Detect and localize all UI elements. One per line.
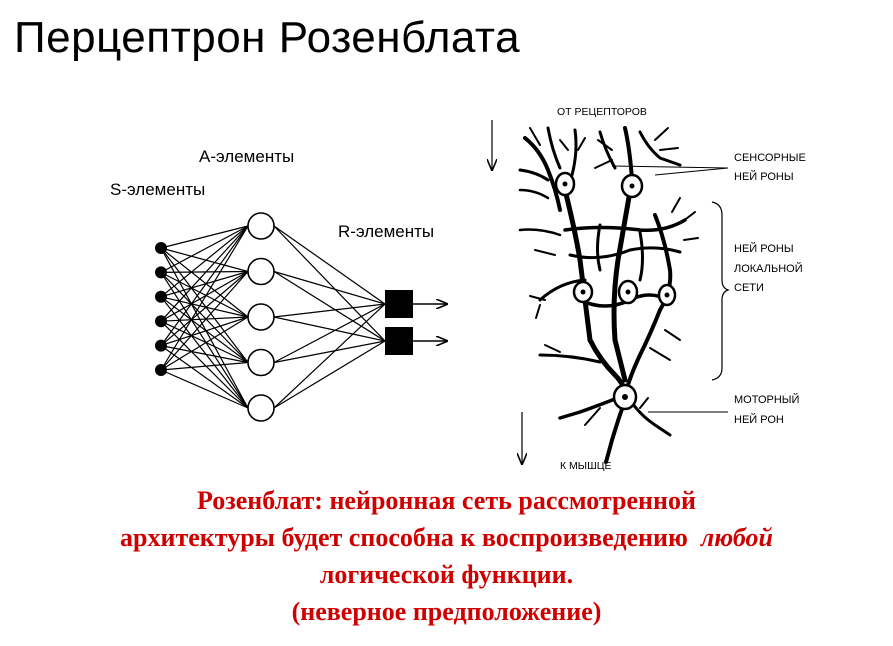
a-r-connection — [273, 225, 386, 342]
caption-line-4: (неверное предположение) — [291, 597, 602, 626]
s-a-connection — [160, 247, 249, 409]
perceptron-connections — [160, 225, 386, 409]
s-a-connection — [160, 225, 249, 273]
s-a-connection — [160, 271, 249, 371]
s-element-node — [155, 266, 167, 279]
s-element-node — [155, 339, 167, 352]
s-a-connection — [160, 316, 249, 371]
s-a-connection — [160, 296, 249, 409]
s-element-node — [155, 290, 167, 303]
s-element-node — [155, 364, 167, 376]
a-element-node — [247, 394, 275, 422]
s-a-connection — [160, 225, 249, 346]
s-elements-label: S-элементы — [110, 180, 205, 199]
neuron-dendrites — [518, 126, 699, 464]
caption-line-1: Розенблат: нейронная сеть рассмотренной — [197, 486, 696, 515]
s-a-connection — [160, 225, 249, 322]
s-a-connection — [160, 296, 249, 318]
sensory-neurons-label-line1: СЕНСОРНЫЕ — [734, 152, 806, 164]
s-a-connection — [160, 296, 249, 363]
sensory-neurons-label-line2: НЕЙ РОНЫ — [734, 170, 794, 183]
motor-neuron-label-line1: МОТОРНЫЙ — [734, 393, 799, 406]
r-elements — [385, 290, 447, 355]
slide-title: Перцептрон Розенблата — [14, 13, 521, 62]
to-muscle-label: К МЫШЦЕ — [560, 460, 611, 472]
a-element-node — [247, 303, 275, 331]
r-element-node — [385, 290, 413, 318]
a-elements — [247, 212, 275, 422]
s-a-connection — [160, 225, 249, 371]
caption-line-2-text: архитектуры будет способна к воспроизвед… — [120, 523, 688, 552]
s-a-connection — [160, 361, 249, 371]
a-r-connection — [273, 270, 386, 305]
s-element-node — [155, 315, 167, 328]
s-a-connection — [160, 320, 249, 409]
neuron-nuclei — [562, 181, 670, 400]
a-r-connection — [273, 340, 386, 409]
s-a-connection — [160, 247, 249, 318]
caption: Розенблат: нейронная сеть рассмотренной … — [40, 482, 853, 630]
a-r-connection — [273, 225, 386, 305]
s-a-connection — [160, 271, 249, 347]
motor-neuron-label-line2: НЕЙ РОН — [734, 413, 784, 426]
a-r-connection — [273, 316, 386, 342]
s-a-connection — [160, 316, 249, 347]
neuron-network-drawing: ОТ РЕЦЕПТОРОВ К МЫШЦЕ — [492, 106, 806, 472]
a-element-node — [247, 348, 275, 377]
caption-line-3: логической функции. — [319, 560, 574, 589]
s-a-connection — [160, 369, 249, 409]
s-a-connection — [160, 271, 249, 318]
s-a-connection — [160, 345, 249, 409]
s-a-connection — [160, 271, 249, 363]
a-elements-label: A-элементы — [199, 147, 294, 166]
r-elements-label: R-элементы — [338, 222, 434, 241]
s-a-connection — [160, 270, 249, 322]
s-a-connection — [160, 225, 249, 298]
r-element-node — [385, 327, 413, 355]
s-a-connection — [160, 270, 249, 298]
a-r-connection — [273, 340, 386, 364]
caption-emphasis: любой — [700, 523, 773, 552]
s-a-connection — [160, 320, 249, 364]
a-r-connection — [273, 303, 386, 364]
caption-line-2: архитектуры будет способна к воспроизвед… — [40, 519, 853, 556]
a-r-connection — [273, 270, 386, 342]
a-r-connection — [273, 303, 386, 318]
a-element-node — [247, 212, 275, 240]
s-a-connection — [160, 345, 249, 364]
s-a-connection — [160, 270, 249, 273]
local-network-bracket — [711, 201, 730, 381]
s-a-connection — [160, 247, 249, 363]
label-pointers — [611, 165, 729, 413]
from-receptors-label: ОТ РЕЦЕПТОРОВ — [557, 106, 647, 118]
local-neurons-label-line2: ЛОКАЛЬНОЙ — [734, 262, 803, 275]
s-a-connection — [160, 225, 249, 249]
s-a-connection — [160, 247, 249, 273]
local-neurons-label-line1: НЕЙ РОНЫ — [734, 242, 794, 255]
a-r-connection — [273, 303, 386, 409]
local-neurons-label-line3: СЕТИ — [734, 282, 764, 294]
a-element-node — [247, 257, 275, 286]
s-a-connection — [160, 272, 249, 409]
s-element-node — [155, 242, 167, 254]
s-a-connection — [160, 316, 249, 322]
s-elements — [155, 242, 167, 376]
